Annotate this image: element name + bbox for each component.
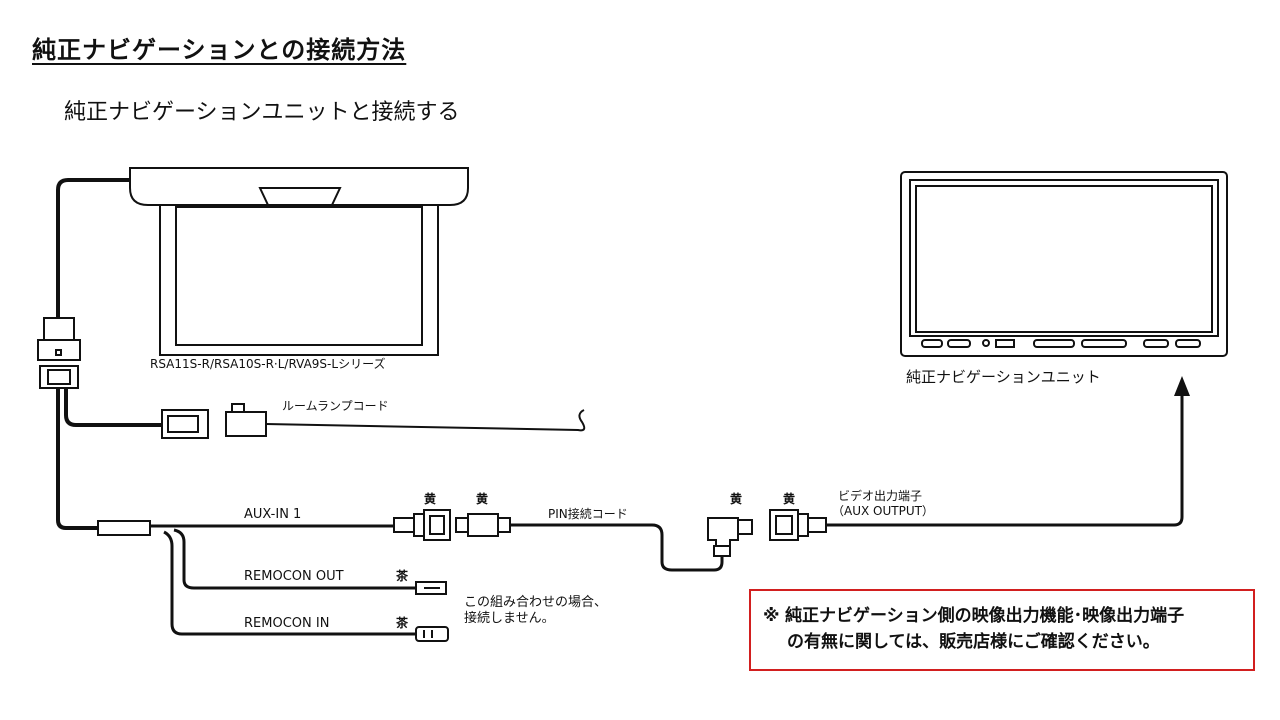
color-label-yellow-1: 黄 [424,491,436,506]
not-connected-note-1: この組み合わせの場合、 [464,595,607,610]
video-out-label-1: ビデオ出力端子 [838,488,922,503]
monitor-model-label: RSA11S-R/RSA10S-R·L/RVA9S-Lシリーズ [150,356,385,371]
remocon-out-cable [173,528,416,590]
room-lamp-label: ルームランプコード [282,399,389,413]
splitter [97,520,151,536]
note-line-2: の有無に関しては、販売店様にご確認ください。 [787,632,1160,652]
page-title: 純正ナビゲーションとの接続方法 [32,36,407,64]
arrow-up-icon [1174,376,1190,396]
aux-in-jack [393,509,451,541]
color-label-brown-1: 茶 [395,568,409,583]
color-label-brown-2: 茶 [395,615,409,630]
monitor-cable [56,178,130,318]
main-connector [37,317,81,389]
video-out-jack [769,509,827,541]
trunk-cable [56,388,100,530]
navi-video-cable [826,392,1184,527]
color-label-yellow-4: 黄 [783,491,795,506]
not-connected-note-2: 接続しません。 [464,610,555,626]
pin-cord-label: PIN接続コード [548,506,628,521]
remocon-out-connector [415,581,447,595]
color-label-yellow-3: 黄 [730,491,742,506]
video-out-label-2: （AUX OUTPUT） [832,504,934,518]
room-lamp-connector [161,403,267,439]
remocon-in-connector [415,626,449,642]
room-lamp-cable [64,388,162,427]
pin-cord-plug-right [707,517,753,557]
pin-cord [510,523,724,572]
navi-unit-label: 純正ナビゲーションユニット [906,368,1101,386]
remocon-in-cable [163,530,416,636]
note-mark: ※ [763,606,780,626]
remocon-out-label: REMOCON OUT [244,569,344,584]
caution-note-box: ※純正ナビゲーション側の映像出力機能･映像出力端子 の有無に関しては、販売店様に… [749,589,1255,671]
pin-cord-plug-left [455,513,511,537]
room-lamp-cord [265,409,586,432]
flip-down-monitor [129,167,469,356]
note-line-1: 純正ナビゲーション側の映像出力機能･映像出力端子 [785,606,1185,626]
navi-unit [900,171,1228,357]
color-label-yellow-2: 黄 [476,491,488,506]
remocon-in-label: REMOCON IN [244,616,329,631]
section-subtitle: 純正ナビゲーションユニットと接続する [64,100,460,125]
aux-in-label: AUX-IN 1 [244,507,301,522]
